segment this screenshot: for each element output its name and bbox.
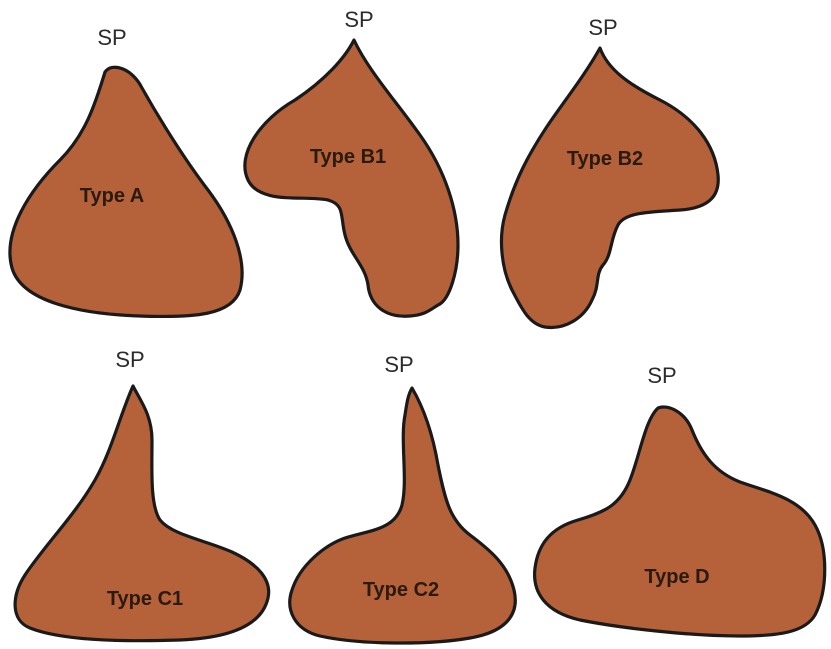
type-label-type-a: Type A [80,185,144,207]
sp-label-type-c1: SP [115,347,144,372]
shape-outline-type-c2 [290,388,515,643]
shape-type-a: SP Type A [10,25,242,317]
type-label-type-b1: Type B1 [310,146,386,168]
shape-type-c2: SP Type C2 [290,352,515,643]
shape-outline-type-d [535,407,825,636]
sp-label-type-b2: SP [588,15,617,40]
shape-type-c1: SP Type C1 [15,347,269,641]
shape-type-d: SP Type D [535,363,825,636]
sp-label-type-c2: SP [384,352,413,377]
type-label-type-b2: Type B2 [567,148,643,170]
type-label-type-d: Type D [644,566,709,588]
sp-label-type-a: SP [97,25,126,50]
shape-type-b1: SP Type B1 [245,7,458,316]
sp-label-type-b1: SP [344,7,373,32]
shape-type-b2: SP Type B2 [501,15,718,327]
shape-outline-type-b1 [245,40,458,316]
type-label-type-c2: Type C2 [363,579,439,601]
sp-label-type-d: SP [647,363,676,388]
shape-outline-type-b2 [501,48,718,327]
type-label-type-c1: Type C1 [107,588,183,610]
